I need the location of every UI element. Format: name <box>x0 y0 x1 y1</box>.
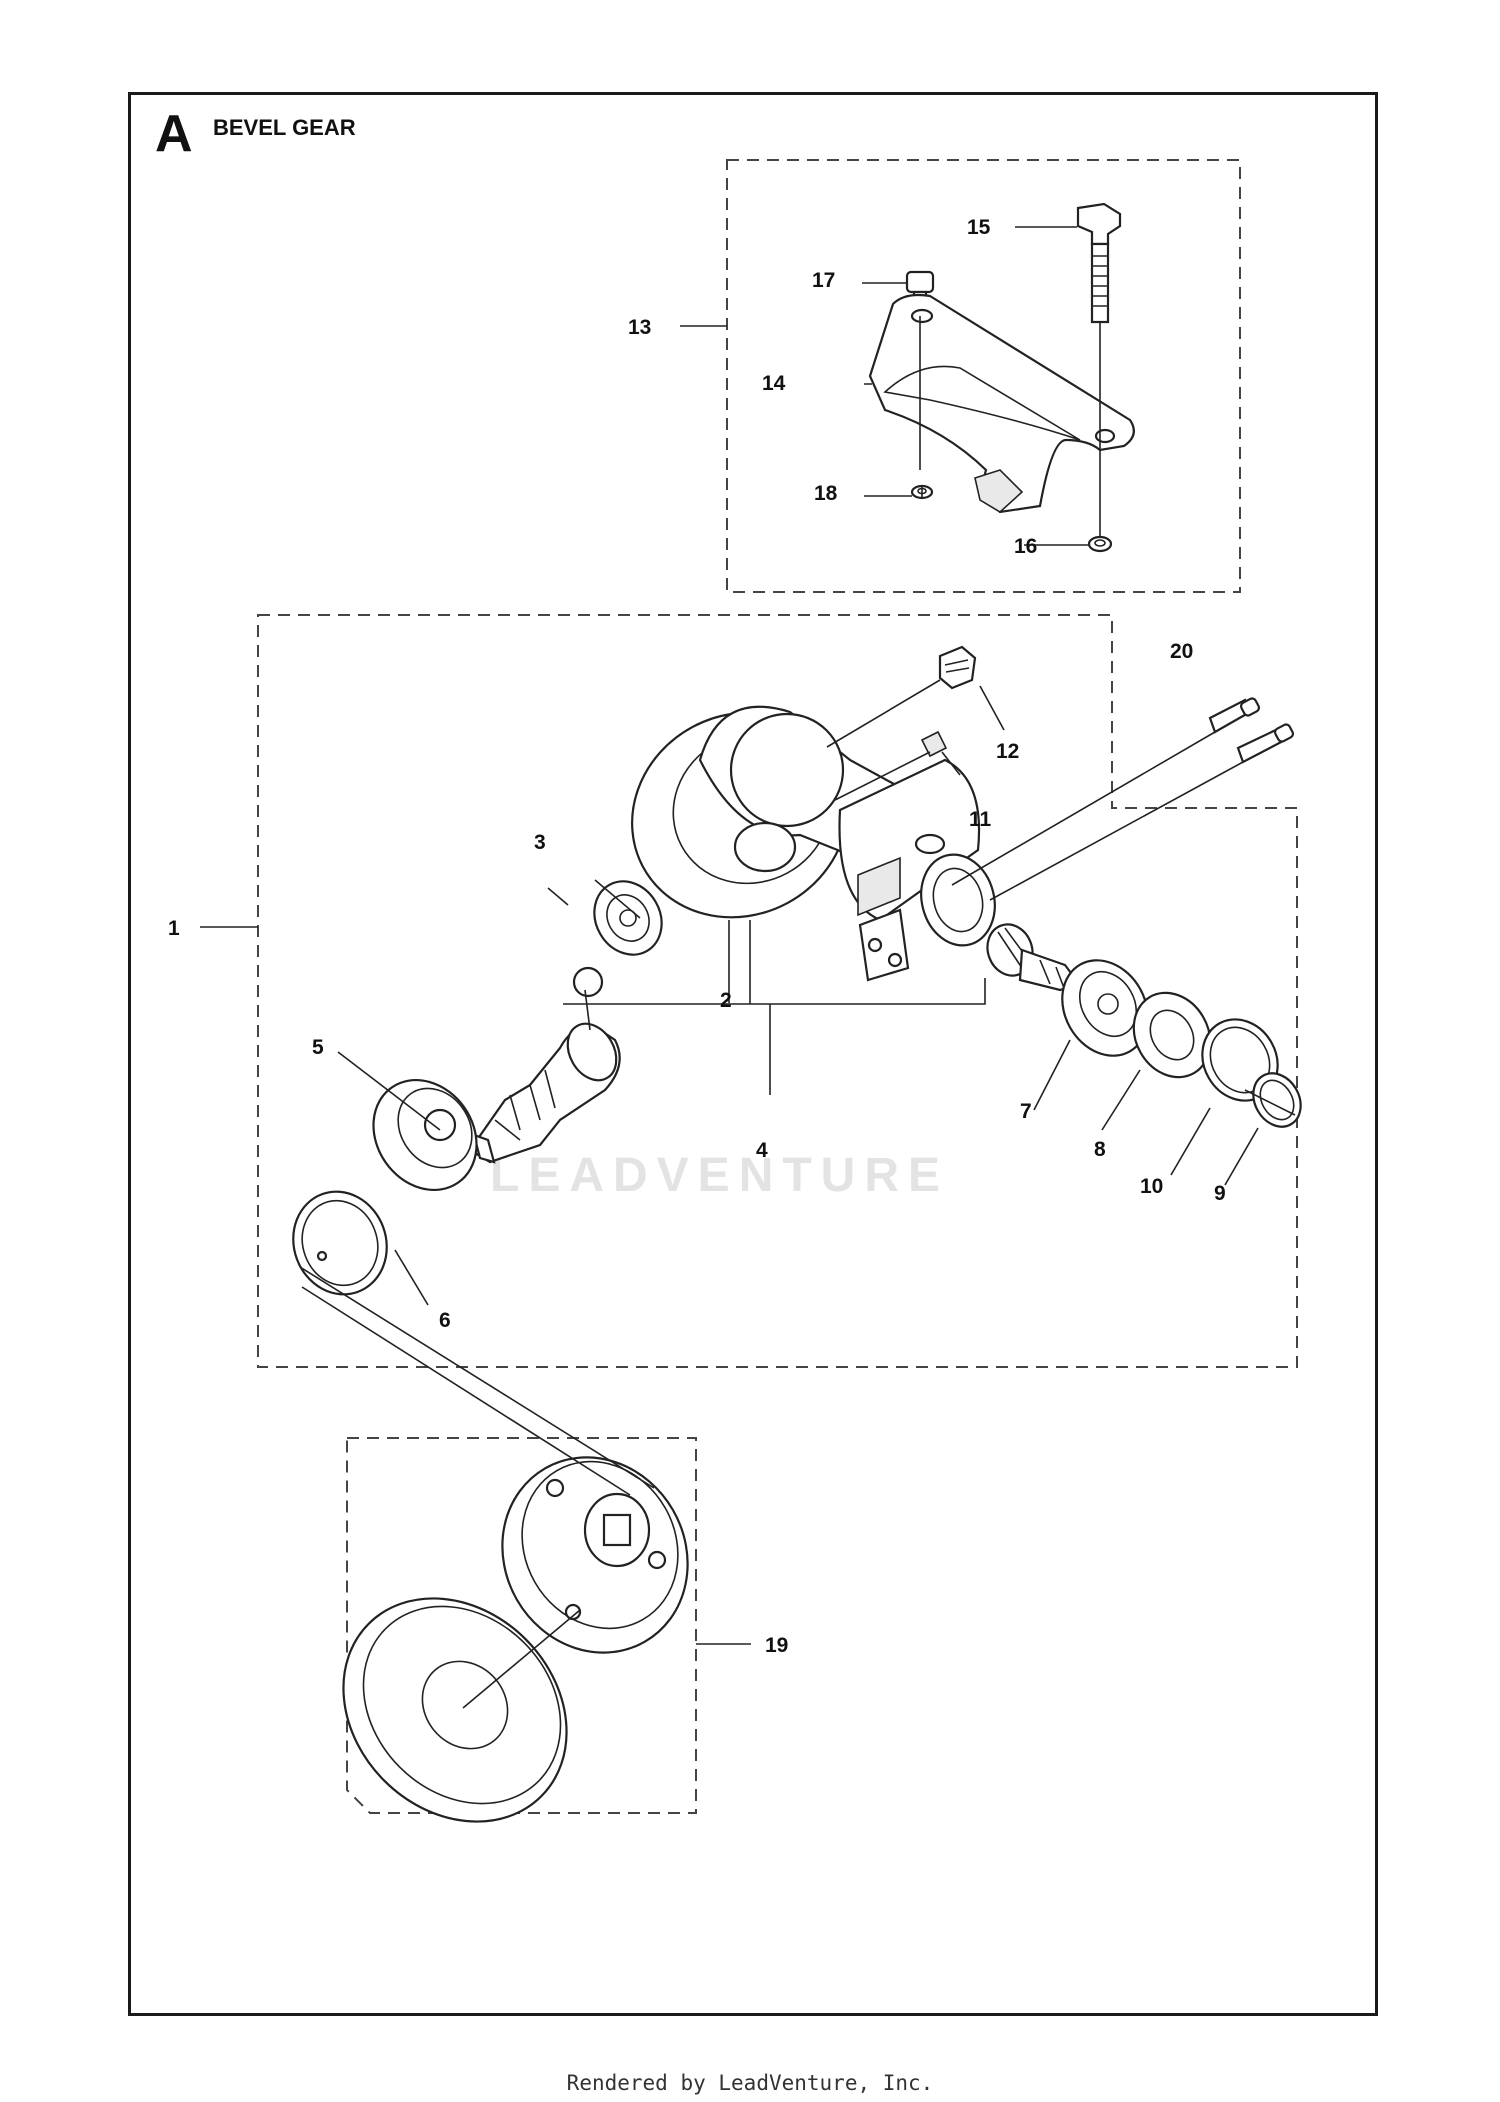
bearing-8 <box>1132 991 1212 1079</box>
section-letter: A <box>155 105 193 163</box>
callout-3: 3 <box>534 831 546 854</box>
snap-ring-9 <box>1252 1072 1302 1128</box>
clamp-bracket-14 <box>868 293 1135 514</box>
callout-8: 8 <box>1094 1138 1106 1161</box>
callout-17: 17 <box>812 269 835 292</box>
diagram-frame <box>128 92 1378 2016</box>
callout-5: 5 <box>312 1036 324 1059</box>
bevel-gear-pinion <box>468 966 621 1164</box>
washer-16 <box>1087 535 1113 553</box>
callout-20: 20 <box>1170 640 1193 663</box>
plug-12 <box>938 645 977 690</box>
callout-7: 7 <box>1020 1100 1032 1123</box>
drive-flange-19 <box>501 1456 689 1654</box>
bearing-3 <box>593 880 663 956</box>
callout-15: 15 <box>967 216 991 239</box>
callout-19: 19 <box>765 1634 788 1657</box>
shaft-assembly-4 <box>986 923 1082 992</box>
callout-6: 6 <box>439 1309 451 1332</box>
callout-12: 12 <box>996 740 1019 763</box>
watermark-text: LEADVENTURE <box>490 1149 950 1202</box>
callout-14: 14 <box>762 372 786 395</box>
cup-19 <box>342 1597 568 1823</box>
footer-credit: Rendered by LeadVenture, Inc. <box>566 2071 934 2095</box>
callout-16: 16 <box>1014 535 1037 558</box>
screws-20 <box>1208 697 1295 764</box>
callout-18: 18 <box>814 482 838 505</box>
bearing-7 <box>1061 959 1149 1057</box>
snap-ring-6 <box>292 1190 388 1296</box>
group-box-1 <box>257 614 1298 1368</box>
key-11 <box>920 730 948 758</box>
callout-1: 1 <box>168 917 180 940</box>
clamp-screw-15 <box>1076 202 1122 324</box>
bearing-5 <box>372 1078 478 1192</box>
gear-housing-2 <box>631 705 996 982</box>
group-box-19 <box>346 1437 697 1814</box>
group-box-13 <box>726 159 1241 593</box>
callout-2: 2 <box>720 989 732 1012</box>
callout-9: 9 <box>1214 1182 1226 1205</box>
section-title: BEVEL GEAR <box>213 115 356 140</box>
callout-13: 13 <box>628 316 651 339</box>
callout-4: 4 <box>756 1139 768 1162</box>
callout-11: 11 <box>969 808 992 831</box>
callout-10: 10 <box>1140 1175 1163 1198</box>
